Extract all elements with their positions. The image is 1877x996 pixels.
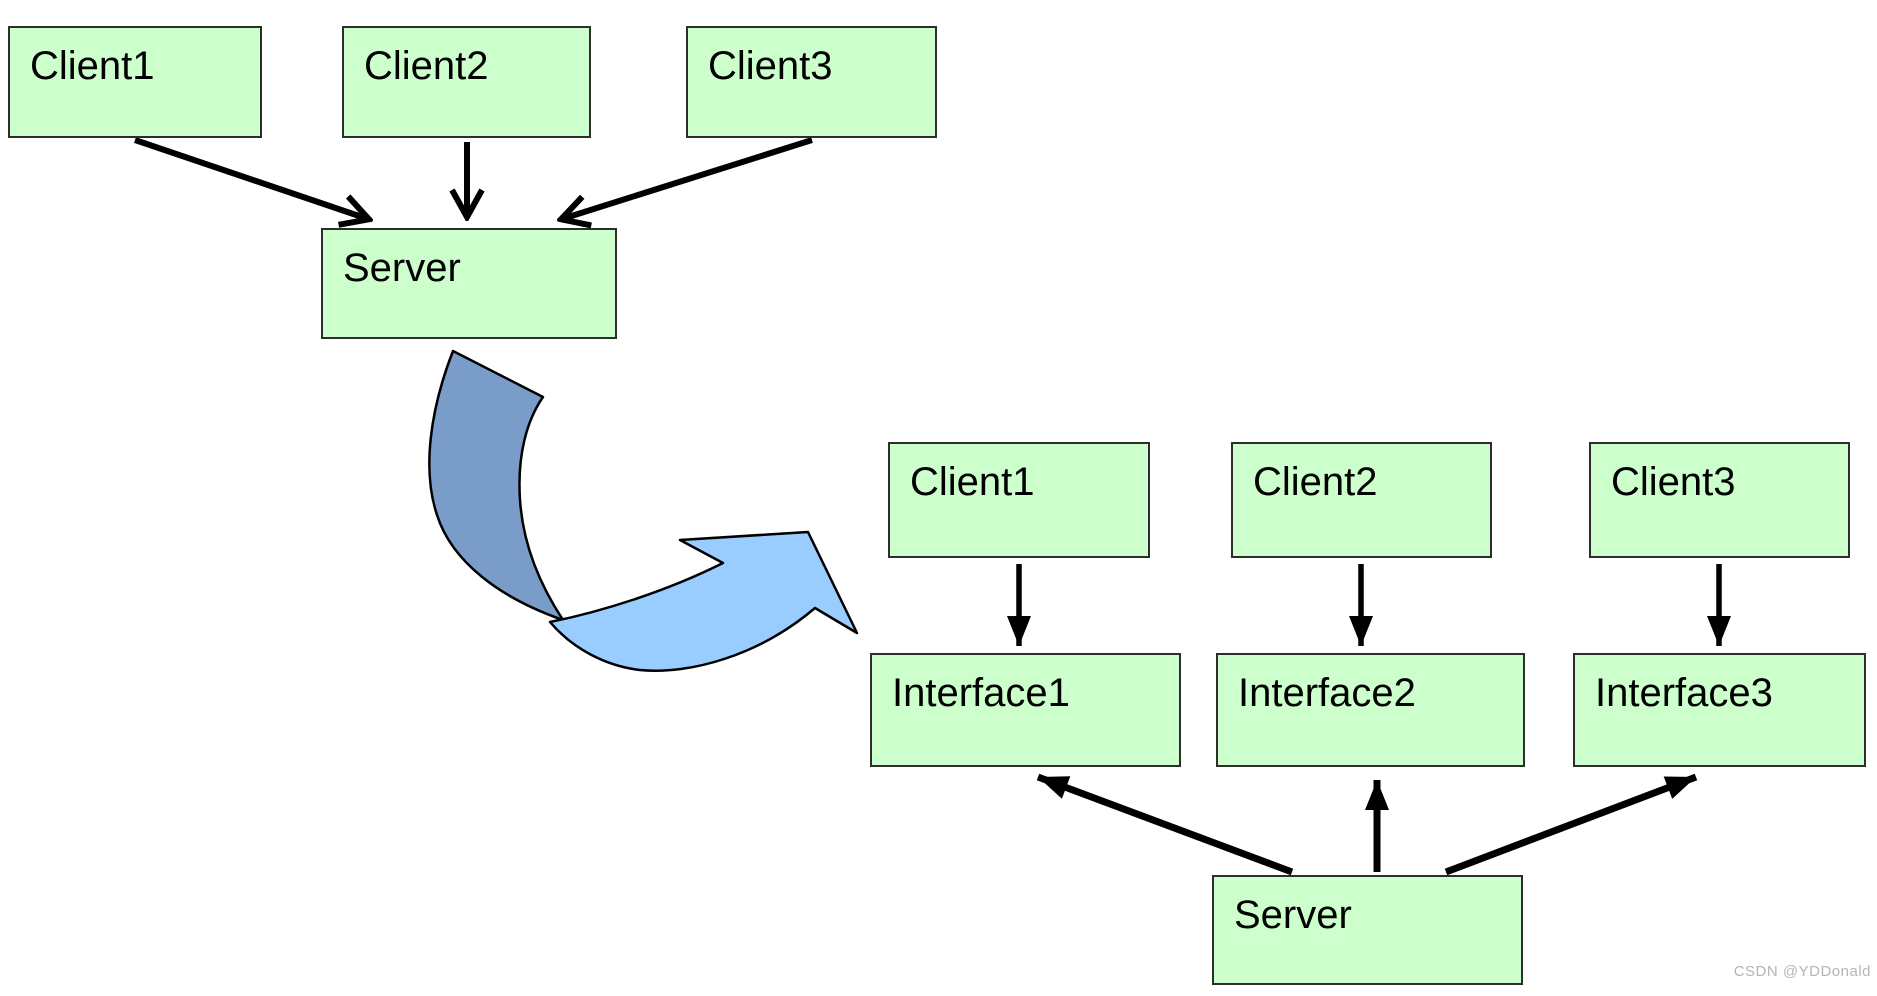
before-client1-label: Client1 <box>30 44 155 88</box>
arrow-before-client3-to-server <box>562 137 813 219</box>
arrow-before-client1-to-server <box>134 137 368 219</box>
before-client2-box: Client2 <box>342 26 591 138</box>
after-interface1-box: Interface1 <box>870 653 1181 767</box>
arrow-after-server-to-interface1 <box>1036 773 1294 876</box>
after-interface3-box: Interface3 <box>1573 653 1866 767</box>
before-client3-box: Client3 <box>686 26 937 138</box>
before-client3-label: Client3 <box>708 44 833 88</box>
arrow-after-server-to-interface3 <box>1444 773 1698 876</box>
watermark-text: CSDN @YDDonald <box>1733 963 1871 980</box>
after-client2-label: Client2 <box>1253 460 1378 504</box>
after-client3-label: Client3 <box>1611 460 1736 504</box>
before-server-box: Server <box>321 228 617 339</box>
before-client2-label: Client2 <box>364 44 489 88</box>
before-server-label: Server <box>343 246 461 290</box>
after-client1-label: Client1 <box>910 460 1035 504</box>
after-interface3-label: Interface3 <box>1595 671 1773 715</box>
transform-curved-arrow-tail <box>428 349 565 622</box>
transform-curved-arrow-head <box>548 530 859 672</box>
after-client3-box: Client3 <box>1589 442 1850 558</box>
after-interface1-label: Interface1 <box>892 671 1070 715</box>
before-client1-box: Client1 <box>8 26 262 138</box>
after-client1-box: Client1 <box>888 442 1150 558</box>
after-server-label: Server <box>1234 893 1352 937</box>
after-server-box: Server <box>1212 875 1523 985</box>
after-interface2-box: Interface2 <box>1216 653 1525 767</box>
after-client2-box: Client2 <box>1231 442 1492 558</box>
after-interface2-label: Interface2 <box>1238 671 1416 715</box>
